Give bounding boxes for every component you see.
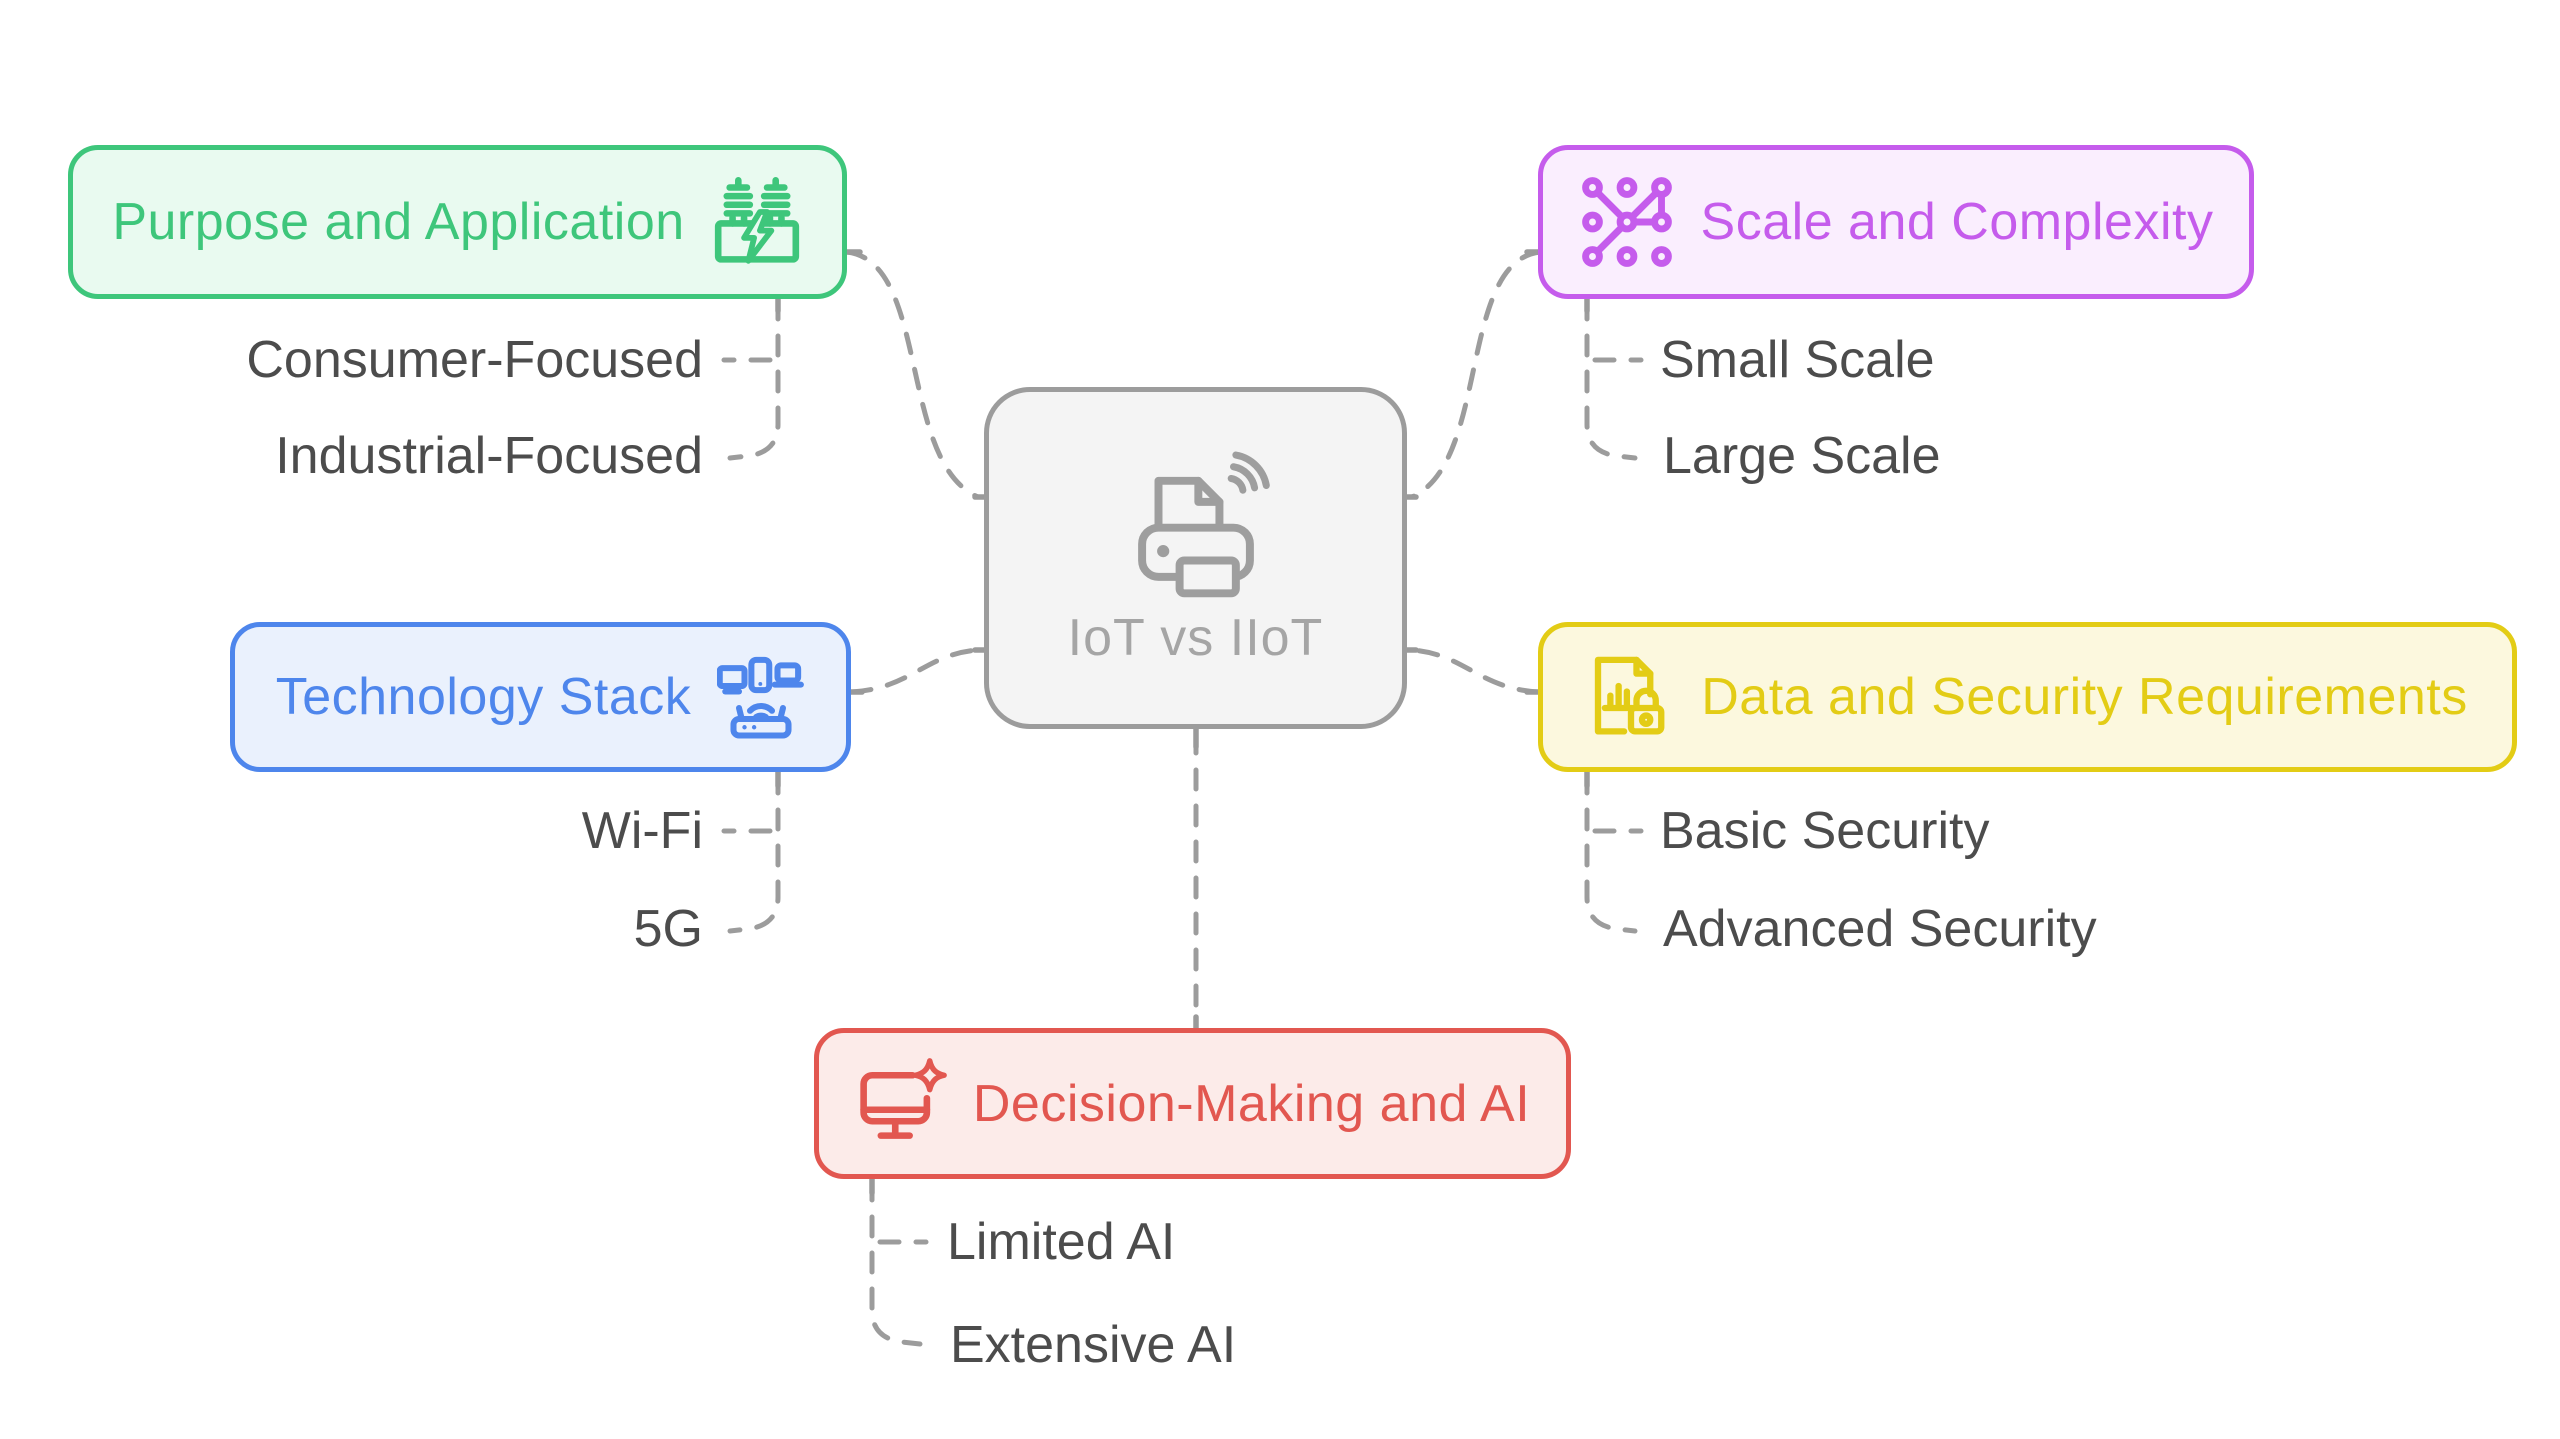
edge-decision-children [869,1178,923,1347]
center-node-iot-vs-iiot[interactable]: IoT vs IIoT [984,387,1407,729]
branch-node-technology[interactable]: Technology Stack [230,622,851,772]
power-transformer-icon [714,177,799,264]
edge-datasecurity-children [1584,771,1638,934]
branch-label-scale: Scale and Complexity [1700,193,2214,251]
edge-technology-center [849,647,981,695]
network-nodes-icon [1581,177,1672,267]
edge-datasecurity-center [1409,647,1541,695]
branch-node-data-security[interactable]: Data and Security Requirements [1538,622,2517,772]
branch-node-scale[interactable]: Scale and Complexity [1538,145,2254,299]
child-label-basic-security[interactable]: Basic Security [1660,802,1990,860]
branch-label-purpose: Purpose and Application [112,193,685,251]
child-label-industrial-focused[interactable]: Industrial-Focused [275,427,703,485]
connected-devices-icon [717,656,805,739]
printer-wifi-icon [1137,451,1270,598]
child-label-large-scale[interactable]: Large Scale [1663,427,1941,485]
edge-technology-children [727,771,781,934]
center-node-label: IoT vs IIoT [1067,609,1324,667]
child-label-advanced-security[interactable]: Advanced Security [1663,900,2097,958]
edge-purpose-children [727,297,781,461]
document-lock-icon [1595,656,1665,735]
child-label-small-scale[interactable]: Small Scale [1660,331,1935,389]
child-label-consumer-focused[interactable]: Consumer-Focused [246,331,703,389]
child-label-extensive-ai[interactable]: Extensive AI [950,1316,1237,1374]
edge-scale-children [1584,297,1638,461]
child-label-limited-ai[interactable]: Limited AI [947,1213,1176,1271]
edge-scale-center [1409,249,1543,500]
branch-label-technology: Technology Stack [275,668,692,726]
child-label-wifi[interactable]: Wi-Fi [581,802,703,860]
child-label-5g[interactable]: 5G [633,900,703,958]
edge-purpose-center [844,249,981,500]
branch-node-purpose[interactable]: Purpose and Application [68,145,847,299]
branch-node-decision-ai[interactable]: Decision-Making and AI [814,1028,1571,1179]
monitor-sparkle-icon [860,1057,947,1139]
branch-label-data-security: Data and Security Requirements [1701,668,2468,726]
branch-label-decision-ai: Decision-Making and AI [972,1074,1531,1133]
